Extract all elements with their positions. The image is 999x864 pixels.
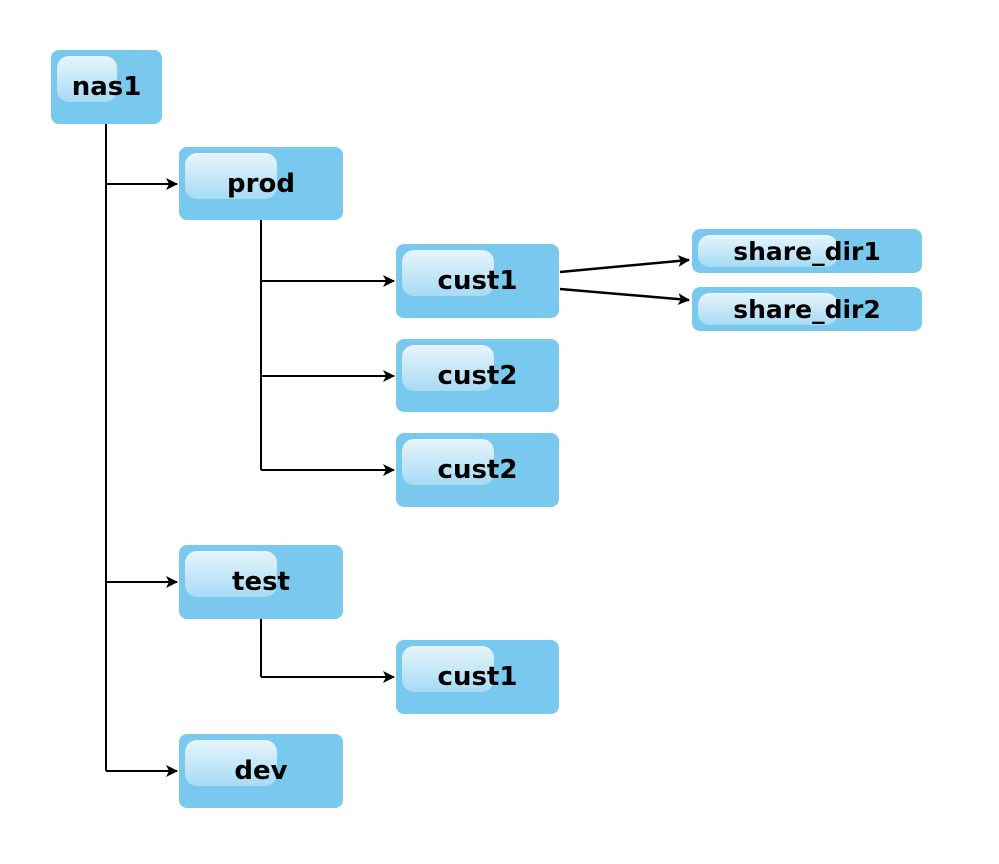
- node-dev[interactable]: dev: [179, 734, 343, 808]
- node-prod-cust2a[interactable]: cust2: [396, 339, 559, 412]
- node-label-test-cust1: cust1: [437, 662, 518, 692]
- node-label-prod-cust1: cust1: [437, 266, 518, 296]
- node-prod-cust1[interactable]: cust1: [396, 244, 559, 318]
- node-gloss: [185, 551, 277, 597]
- node-label-prod: prod: [227, 168, 295, 199]
- node-gloss: [402, 345, 494, 391]
- edge-cust1-share-dir2: [559, 287, 690, 306]
- edge-cust1-share-dir1: [559, 255, 690, 274]
- node-gloss: [402, 250, 494, 296]
- node-label-nas1: nas1: [71, 72, 142, 102]
- node-gloss: [185, 153, 277, 199]
- node-nas1[interactable]: nas1: [51, 50, 162, 124]
- node-gloss: [698, 235, 838, 267]
- node-label-share-dir1: share_dir1: [733, 236, 881, 266]
- node-label-dev: dev: [234, 756, 288, 786]
- node-label-prod-cust2b: cust2: [437, 455, 518, 485]
- node-gloss: [402, 439, 494, 485]
- node-test-cust1[interactable]: cust1: [396, 640, 559, 714]
- node-share-dir2[interactable]: share_dir2: [692, 287, 922, 331]
- node-label-prod-cust2a: cust2: [437, 360, 518, 391]
- node-gloss: [185, 740, 277, 786]
- node-gloss: [57, 56, 117, 102]
- node-label-test: test: [232, 567, 290, 597]
- node-share-dir1[interactable]: share_dir1: [692, 229, 922, 273]
- node-label-share-dir2: share_dir2: [733, 294, 881, 324]
- node-gloss: [402, 646, 494, 692]
- node-gloss: [698, 293, 838, 325]
- node-test[interactable]: test: [179, 545, 343, 619]
- node-prod-cust2b[interactable]: cust2: [396, 433, 559, 507]
- node-prod[interactable]: prod: [179, 147, 343, 220]
